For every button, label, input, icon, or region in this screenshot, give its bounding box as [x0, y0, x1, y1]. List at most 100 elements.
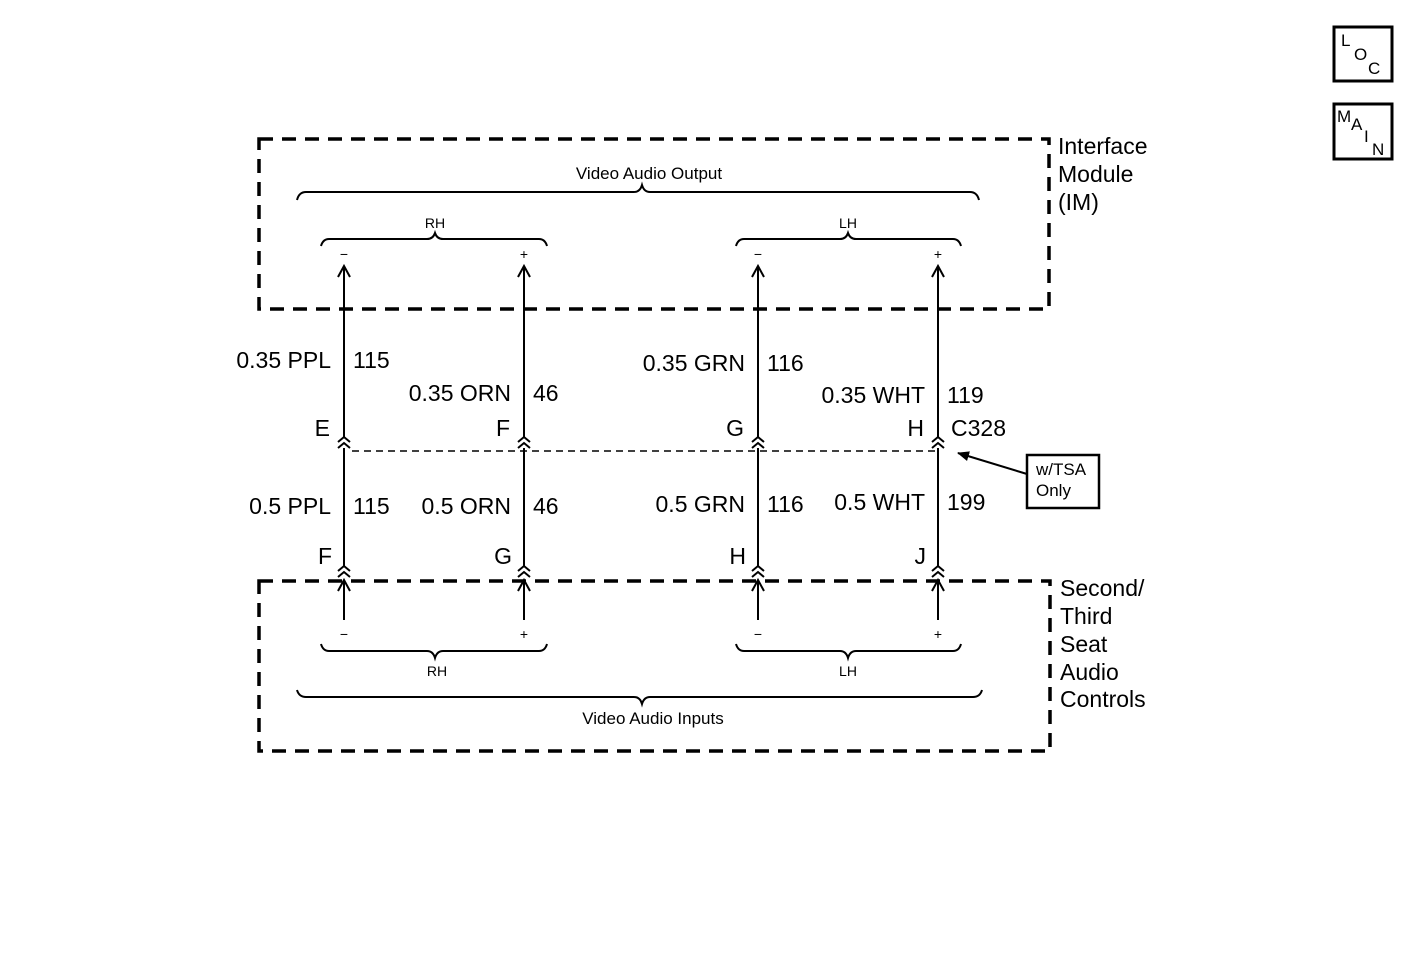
seat-rh-label: RH: [427, 663, 447, 679]
c328-chevron-upper: [931, 435, 945, 443]
seat-polarity-sign: −: [754, 626, 762, 642]
im-rh-brace: [320, 229, 548, 247]
c328-chevron-lower: [337, 441, 351, 449]
c328-chevron-lower: [931, 441, 945, 449]
upper-wire-label: 0.35 WHT: [821, 382, 925, 408]
interface-module-box: [257, 137, 1051, 311]
c328-pin-label: G: [726, 415, 744, 441]
c328-chevron-upper: [337, 435, 351, 443]
c328-pin-label: H: [907, 415, 924, 441]
seat-connector-chevron-upper: [337, 564, 351, 572]
lower-wire-label: 0.5 GRN: [656, 491, 745, 517]
lower-circuit-number: 46: [533, 493, 559, 519]
upper-wire-arrowhead: [751, 263, 765, 278]
im-polarity-sign: −: [340, 246, 348, 262]
c328-pin-label: E: [315, 415, 330, 441]
tsa-callout: w/TSA Only: [957, 451, 1101, 510]
seat-connector-chevron-upper: [517, 564, 531, 572]
c328-chevron-lower: [517, 441, 531, 449]
svg-text:A: A: [1351, 115, 1363, 134]
lower-wire-label: 0.5 WHT: [834, 489, 925, 515]
connector-c328-label: C328: [951, 415, 1006, 441]
seat-polarity-sign: +: [520, 626, 528, 642]
seat-pin-label: J: [915, 543, 927, 569]
video-audio-output-label: Video Audio Output: [576, 164, 722, 183]
seat-stub-arrowhead: [751, 577, 765, 592]
im-rh-label: RH: [425, 215, 445, 231]
seat-stub-arrowhead: [931, 577, 945, 592]
im-polarity-sign: +: [520, 246, 528, 262]
svg-text:C: C: [1368, 59, 1380, 78]
seat-stub-arrowhead: [517, 577, 531, 592]
c328-chevron-lower: [751, 441, 765, 449]
seat-lh-label: LH: [839, 663, 857, 679]
seat-lh-brace: [735, 643, 962, 662]
c328-chevron-upper: [517, 435, 531, 443]
seat-stub-arrowhead: [337, 577, 351, 592]
seat-connector-chevron-upper: [751, 564, 765, 572]
svg-text:Controls: Controls: [1060, 686, 1146, 712]
upper-circuit-number: 119: [947, 382, 984, 408]
seat-controls-box: [257, 579, 1052, 753]
lower-wire-label: 0.5 PPL: [249, 493, 331, 519]
seat-pin-label: F: [318, 543, 332, 569]
svg-text:Interface: Interface: [1058, 133, 1148, 159]
loc-button[interactable]: L O C: [1332, 25, 1394, 83]
svg-text:M: M: [1337, 107, 1351, 126]
upper-wire-arrowhead: [337, 263, 351, 278]
upper-circuit-number: 115: [353, 347, 390, 373]
svg-text:I: I: [1364, 127, 1369, 146]
seat-connector-chevron-lower: [517, 570, 531, 578]
upper-wire-label: 0.35 ORN: [409, 380, 511, 406]
svg-text:Audio: Audio: [1060, 659, 1119, 685]
seat-pin-label: H: [729, 543, 746, 569]
svg-text:Seat: Seat: [1060, 631, 1108, 657]
svg-text:Third: Third: [1060, 603, 1112, 629]
video-audio-inputs-label: Video Audio Inputs: [582, 709, 723, 728]
svg-text:L: L: [1341, 31, 1350, 50]
interface-module-label: Interface Module (IM): [1058, 133, 1148, 215]
svg-text:Second/: Second/: [1060, 575, 1145, 601]
svg-text:(IM): (IM): [1058, 189, 1099, 215]
svg-text:N: N: [1372, 140, 1384, 159]
seat-pin-label: G: [494, 543, 512, 569]
seat-polarity-sign: −: [340, 626, 348, 642]
im-polarity-sign: +: [934, 246, 942, 262]
tsa-callout-arrow: [957, 451, 1028, 475]
main-button[interactable]: M A I N: [1332, 102, 1394, 161]
upper-wire-arrowhead: [517, 263, 531, 278]
upper-circuit-number: 116: [767, 350, 804, 376]
im-lh-brace: [735, 229, 962, 247]
c328-chevron-upper: [751, 435, 765, 443]
seat-connector-chevron-lower: [337, 570, 351, 578]
video-audio-inputs-brace: [296, 689, 983, 708]
lower-circuit-number: 116: [767, 491, 804, 517]
svg-text:Module: Module: [1058, 161, 1133, 187]
upper-circuit-number: 46: [533, 380, 559, 406]
im-polarity-sign: −: [754, 246, 762, 262]
seat-connector-chevron-lower: [931, 570, 945, 578]
lower-wire-label: 0.5 ORN: [422, 493, 511, 519]
svg-text:Only: Only: [1036, 481, 1071, 500]
svg-text:w/TSA: w/TSA: [1035, 460, 1087, 479]
seat-polarity-sign: +: [934, 626, 942, 642]
im-lh-label: LH: [839, 215, 857, 231]
lower-circuit-number: 115: [353, 493, 390, 519]
upper-wire-label: 0.35 GRN: [643, 350, 745, 376]
seat-controls-label: Second/ Third Seat Audio Controls: [1060, 575, 1146, 712]
seat-rh-brace: [320, 643, 548, 662]
video-audio-output-brace: [296, 181, 980, 201]
lower-circuit-number: 199: [947, 489, 985, 515]
upper-wire-arrowhead: [931, 263, 945, 278]
c328-pin-label: F: [496, 415, 510, 441]
svg-text:O: O: [1354, 45, 1367, 64]
seat-connector-chevron-upper: [931, 564, 945, 572]
upper-wire-label: 0.35 PPL: [236, 347, 331, 373]
seat-connector-chevron-lower: [751, 570, 765, 578]
